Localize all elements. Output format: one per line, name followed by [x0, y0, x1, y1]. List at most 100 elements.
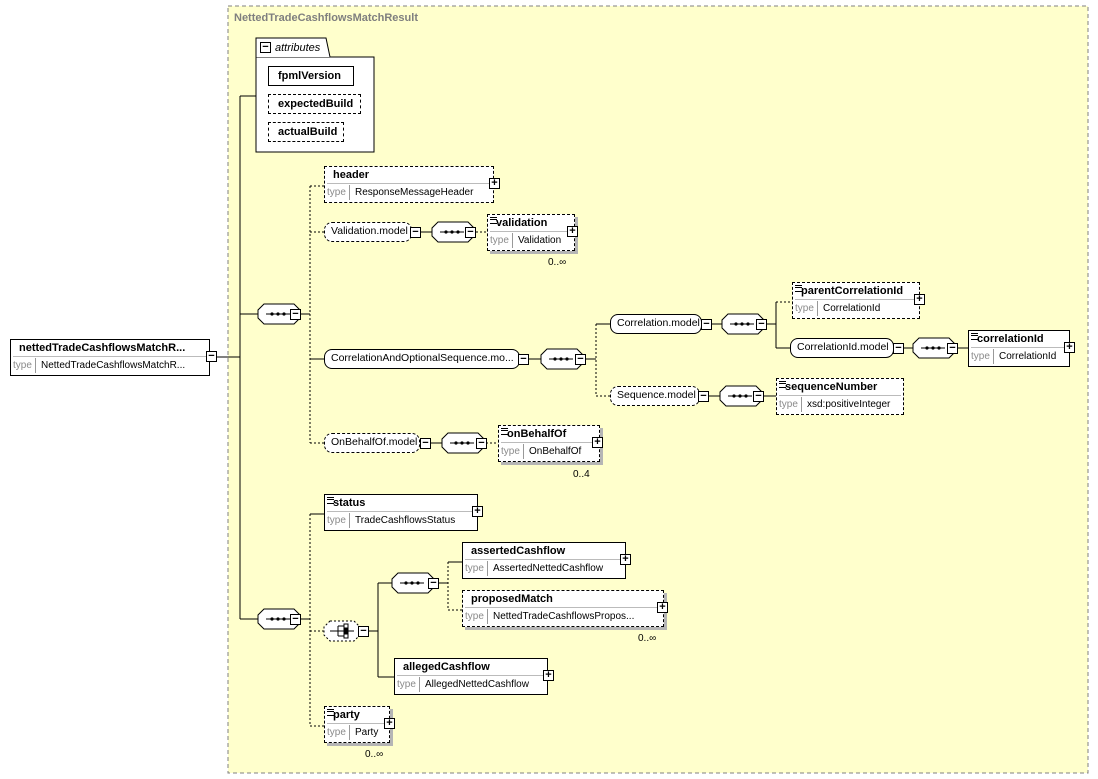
attribute-fpmlversion[interactable]: fpmlVersion	[268, 66, 354, 86]
element-sequence-number[interactable]: sequenceNumber type xsd:positiveInteger	[776, 378, 904, 415]
element-parent-correlation-id-type-label: type	[795, 301, 818, 316]
group-correlation-model[interactable]: Correlation.model	[610, 314, 702, 334]
attributes-collapse-button[interactable]: −	[260, 42, 271, 53]
proposed-match-expand-button[interactable]: +	[657, 602, 668, 613]
element-header-name: header	[333, 169, 370, 181]
element-header[interactable]: header type ResponseMessageHeader	[324, 166, 494, 203]
party-doc-icon	[327, 709, 334, 716]
root-element-type: NettedTradeCashflowsMatchR...	[41, 360, 186, 371]
correlation-seq-collapse-button[interactable]: −	[575, 354, 586, 365]
asserted-cashflow-expand-button[interactable]: +	[620, 554, 631, 565]
element-correlation-id-type-label: type	[971, 349, 994, 364]
proposed-match-occurs: 0..∞	[638, 633, 657, 644]
element-on-behalf-of[interactable]: onBehalfOf type OnBehalfOf	[498, 425, 600, 462]
element-parent-correlation-id-type: CorrelationId	[823, 303, 881, 314]
root-collapse-button[interactable]: −	[206, 351, 217, 362]
element-asserted-cashflow[interactable]: assertedCashflow type AssertedNettedCash…	[462, 542, 626, 579]
correlation-id-expand-button[interactable]: +	[1064, 342, 1075, 353]
element-on-behalf-of-name: onBehalfOf	[507, 428, 567, 440]
correlation-model-collapse-button[interactable]: −	[701, 319, 712, 330]
element-correlation-id[interactable]: correlationId type CorrelationId	[968, 330, 1070, 367]
group-correlation-id-model[interactable]: CorrelationId.model	[790, 338, 894, 358]
alleged-cashflow-expand-button[interactable]: +	[543, 670, 554, 681]
element-proposed-match-name: proposedMatch	[471, 593, 553, 605]
correlation-model-seq-collapse-button[interactable]: −	[756, 319, 767, 330]
group-correlation-and-optional-sequence[interactable]: CorrelationAndOptionalSequence.mo...	[324, 349, 520, 369]
party-occurs: 0..∞	[365, 749, 384, 760]
on-behalf-of-doc-icon	[501, 428, 508, 435]
element-party[interactable]: party type Party	[324, 706, 390, 743]
element-header-type: ResponseMessageHeader	[355, 187, 474, 198]
attributes-label: attributes	[275, 42, 321, 54]
validation-expand-button[interactable]: +	[567, 226, 578, 237]
element-asserted-cashflow-name: assertedCashflow	[471, 545, 566, 557]
header-expand-button[interactable]: +	[489, 178, 500, 189]
element-correlation-id-name: correlationId	[977, 333, 1044, 345]
sequence-model-seq-collapse-button[interactable]: −	[753, 391, 764, 402]
element-validation-type: Validation	[518, 235, 562, 246]
on-behalf-of-seq-collapse-button[interactable]: −	[476, 438, 487, 449]
element-status-name: status	[333, 497, 366, 509]
element-asserted-cashflow-type: AssertedNettedCashflow	[493, 563, 604, 574]
on-behalf-of-expand-button[interactable]: +	[592, 437, 603, 448]
element-correlation-id-type: CorrelationId	[999, 351, 1057, 362]
element-header-type-label: type	[327, 185, 350, 200]
group-on-behalf-of-model[interactable]: OnBehalfOf.model	[324, 433, 420, 453]
sequence-compositors	[257, 221, 956, 630]
element-party-name: party	[333, 709, 360, 721]
group-sequence-model[interactable]: Sequence.model	[610, 386, 700, 406]
element-party-type: Party	[355, 727, 379, 738]
element-status-type-label: type	[327, 513, 350, 528]
element-alleged-cashflow[interactable]: allegedCashflow type AllegedNettedCashfl…	[394, 658, 548, 695]
root-element-name: nettedTradeCashflowsMatchR...	[19, 342, 186, 354]
correlation-id-seq-collapse-button[interactable]: −	[947, 343, 958, 354]
status-expand-button[interactable]: +	[472, 506, 483, 517]
parent-correlation-id-doc-icon	[795, 285, 802, 292]
element-parent-correlation-id-name: parentCorrelationId	[801, 285, 904, 297]
sequence-2-collapse-button[interactable]: −	[290, 614, 301, 625]
validation-model-collapse-button[interactable]: −	[410, 227, 421, 238]
parent-correlation-id-expand-button[interactable]: +	[914, 294, 925, 305]
on-behalf-of-occurs: 0..4	[573, 469, 590, 480]
element-proposed-match-type: NettedTradeCashflowsPropos...	[493, 611, 635, 622]
element-sequence-number-name: sequenceNumber	[785, 381, 878, 393]
element-on-behalf-of-type-label: type	[501, 444, 524, 459]
element-validation[interactable]: validation type Validation	[487, 214, 575, 251]
element-parent-correlation-id[interactable]: parentCorrelationId type CorrelationId	[792, 282, 920, 319]
attribute-actualbuild[interactable]: actualBuild	[268, 122, 344, 142]
element-party-type-label: type	[327, 725, 350, 740]
element-asserted-cashflow-type-label: type	[465, 561, 488, 576]
sequence-1-collapse-button[interactable]: −	[290, 309, 301, 320]
choice-compositor	[323, 620, 361, 642]
element-status[interactable]: status type TradeCashflowsStatus	[324, 494, 478, 531]
element-proposed-match-type-label: type	[465, 609, 488, 624]
party-expand-button[interactable]: +	[384, 718, 395, 729]
element-alleged-cashflow-type: AllegedNettedCashflow	[425, 679, 529, 690]
choice-seq-collapse-button[interactable]: −	[428, 578, 439, 589]
element-validation-type-label: type	[490, 233, 513, 248]
correlation-id-doc-icon	[971, 333, 978, 340]
choice-collapse-button[interactable]: −	[358, 626, 369, 637]
group-validation-model[interactable]: Validation.model	[324, 222, 412, 242]
element-sequence-number-type: xsd:positiveInteger	[807, 399, 891, 410]
element-alleged-cashflow-type-label: type	[397, 677, 420, 692]
root-element[interactable]: nettedTradeCashflowsMatchR... type Nette…	[10, 339, 210, 376]
element-alleged-cashflow-name: allegedCashflow	[403, 661, 490, 673]
correlation-and-optional-sequence-collapse-button[interactable]: −	[518, 354, 529, 365]
validation-seq-collapse-button[interactable]: −	[465, 227, 476, 238]
root-element-type-label: type	[13, 358, 36, 373]
container-title: NettedTradeCashflowsMatchResult	[234, 12, 418, 24]
correlation-id-model-collapse-button[interactable]: −	[893, 343, 904, 354]
on-behalf-of-model-collapse-button[interactable]: −	[420, 438, 431, 449]
element-sequence-number-type-label: type	[779, 397, 802, 412]
validation-doc-icon	[490, 217, 497, 224]
status-doc-icon	[327, 497, 334, 504]
validation-occurs: 0..∞	[548, 257, 567, 268]
attribute-expectedbuild[interactable]: expectedBuild	[268, 94, 361, 114]
element-status-type: TradeCashflowsStatus	[355, 515, 456, 526]
sequence-number-doc-icon	[779, 381, 786, 388]
element-proposed-match[interactable]: proposedMatch type NettedTradeCashflowsP…	[462, 590, 664, 627]
sequence-model-collapse-button[interactable]: −	[698, 391, 709, 402]
element-validation-name: validation	[496, 217, 548, 229]
element-on-behalf-of-type: OnBehalfOf	[529, 446, 582, 457]
